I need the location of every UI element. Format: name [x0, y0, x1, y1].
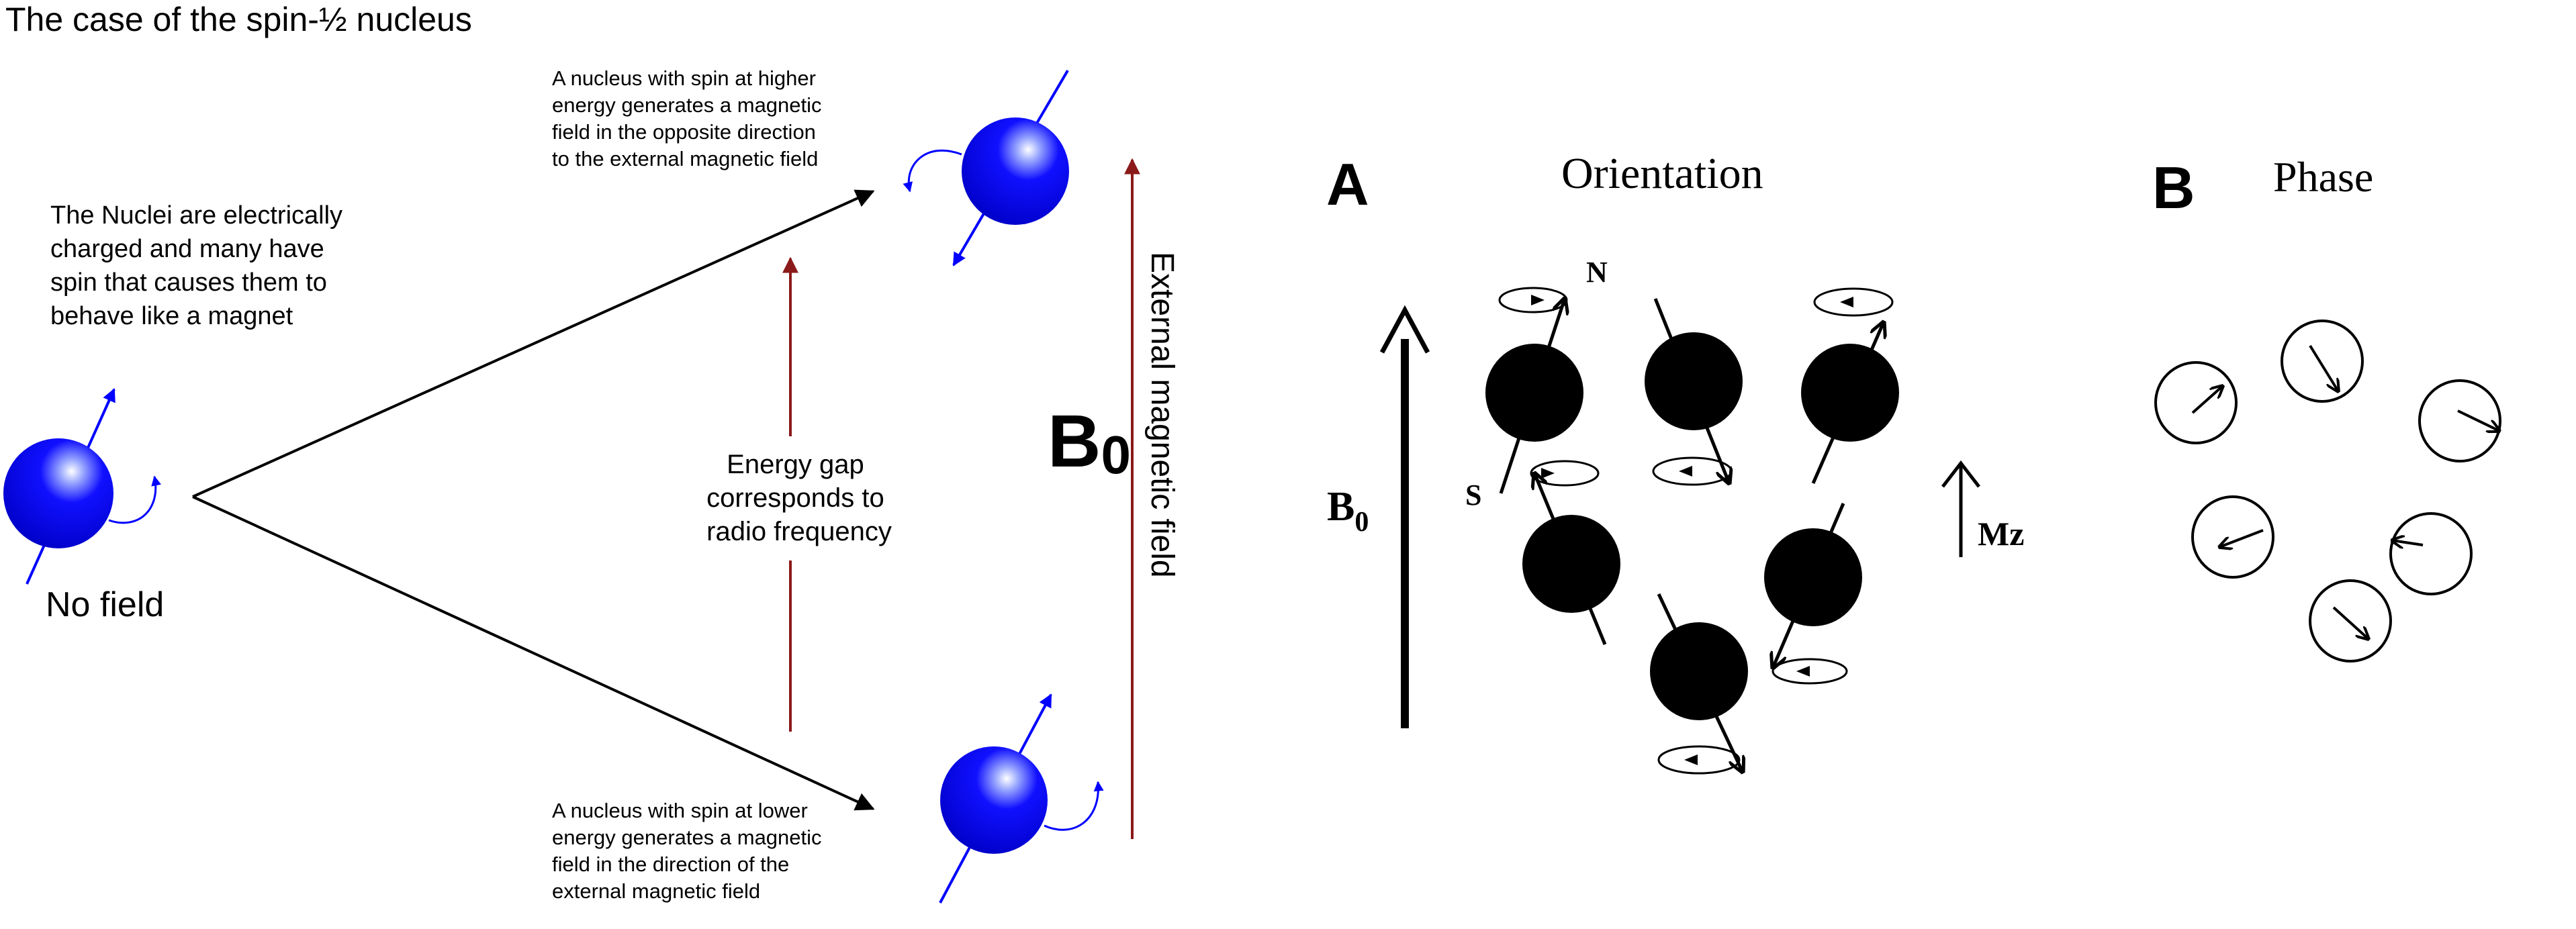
- phase-circle-3: [2418, 379, 2500, 462]
- phase-circle-1: [2154, 361, 2238, 444]
- nucleus-2: [1645, 298, 1743, 485]
- low-energy-nucleus: [939, 693, 1104, 903]
- high-energy-nucleus: [903, 69, 1069, 266]
- lower-energy-text: A nucleus with spin at lower energy gene…: [552, 799, 827, 903]
- phase-circle-4: [2191, 495, 2274, 579]
- nucleus-1: [1485, 287, 1583, 494]
- nucleus-5: [1764, 503, 1862, 685]
- panel-a-title: Orientation: [1561, 149, 1763, 198]
- panel-a-letter: A: [1326, 151, 1369, 217]
- north-label: N: [1586, 256, 1608, 289]
- south-label: S: [1465, 479, 1481, 511]
- no-field-label: No field: [46, 585, 164, 624]
- panel-b: B Phase: [2152, 153, 2500, 663]
- left-panel: The case of the spin-½ nucleus The Nucle…: [3, 1, 1180, 903]
- energy-gap-text: Energy gap corresponds to radio frequenc…: [706, 450, 892, 546]
- phase-circle-6: [2309, 579, 2392, 663]
- energy-gap-backing: [685, 436, 900, 560]
- higher-energy-text: A nucleus with spin at higher energy gen…: [552, 66, 827, 170]
- phase-circles: [2154, 320, 2500, 663]
- nucleus-3: [1801, 287, 1899, 485]
- phase-circle-5: [2389, 512, 2473, 595]
- b0-field-label: B0: [1327, 484, 1369, 538]
- nucleus-6: [1650, 593, 1748, 773]
- b0-label: B0: [1048, 400, 1131, 485]
- lower-split-line: [192, 495, 875, 811]
- panel-b-letter: B: [2152, 154, 2195, 221]
- panel-a: A Orientation B0 N S: [1326, 149, 2024, 773]
- no-field-nucleus: [3, 388, 161, 585]
- panel-title: The case of the spin-½ nucleus: [5, 1, 472, 38]
- phase-circle-2: [2281, 320, 2364, 403]
- mz-label: Mz: [1978, 515, 2024, 552]
- panel-b-title: Phase: [2273, 153, 2373, 201]
- external-field-label: External magnetic field: [1144, 252, 1180, 578]
- b0-arrow-head: [1379, 305, 1430, 354]
- nucleus-4: [1522, 460, 1620, 645]
- intro-text: The Nuclei are electrically charged and …: [50, 201, 350, 330]
- upper-split-line: [192, 189, 875, 498]
- mz-arrow-head: [1941, 460, 1980, 488]
